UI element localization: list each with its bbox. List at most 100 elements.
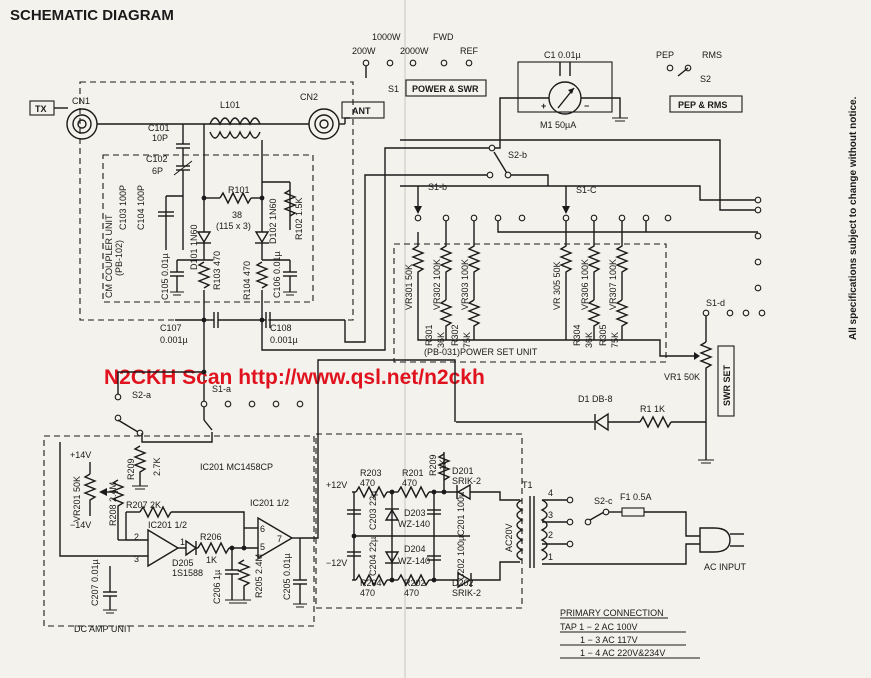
vr301-label: VR301 50K [404,264,414,310]
s1c-label: S1-C [576,185,597,195]
vr307-label: VR307 100K [608,259,618,310]
pep-rms-label: PEP & RMS [678,100,727,110]
c105-label: C105 0.01µ [160,253,170,300]
r102-label: R102 1.5K [294,197,304,240]
power-set-frame [393,243,667,363]
s2c-label: S2-c [594,496,613,506]
s1-label: S1 [388,84,399,94]
primary-row-tap14: 1 − 4 AC 220V&234V [580,648,665,658]
r204-label: R204 [360,578,382,588]
r208-label: R208 2.4M [108,482,118,526]
s1-pos-ref: REF [460,46,479,56]
d102-diode [254,231,270,244]
r206-value: 1K [206,555,217,565]
dc-amp-unit-label: DC AMP UNIT [74,624,132,634]
c201-label: C201 100µ [456,492,466,536]
r101-resistor [219,191,252,205]
ic201-pin1: 1 [180,537,185,547]
r209-dc-value: 2.7K [152,457,162,476]
r203-value: 470 [360,478,375,488]
c204-label: C204 22µ [368,537,378,576]
d204-zener [384,551,400,564]
cm-coupler-inner-frame [102,154,314,303]
cn1-label: CN1 [72,96,90,106]
ac-input-label: AC INPUT [704,562,747,572]
d205-value: 1S1588 [172,568,203,578]
power-swr-label: POWER & SWR [412,84,479,94]
ant-box [341,101,385,119]
c104-label: C104 100P [136,185,146,230]
r302-label: R302 [450,324,460,346]
l101-transformer [209,117,261,139]
ic201-opamp-b [257,516,294,560]
s2-label: S2 [700,74,711,84]
d102-label: D102 1N60 [268,198,278,244]
d204-label: D204 [404,544,426,554]
c103-label: C103 100P [118,185,128,230]
c108-value: 0.001µ [270,335,298,345]
t1-tap4: 4 [548,488,553,498]
vr306-label: VR306 100K [580,259,590,310]
t1-tap3: 3 [548,510,553,520]
meter-m1 [548,81,582,115]
c206-label: C206 1µ [212,570,222,604]
vr1-label: VR1 50K [664,372,700,382]
r204-value: 470 [360,588,375,598]
ic201-label: IC201 MC1458CP [200,462,273,472]
ic201-pin7: 7 [277,534,282,544]
s2-pos-rms: RMS [702,50,722,60]
d203-value: WZ-140 [398,519,430,529]
d1-diode [594,412,609,432]
tx-label: TX [35,104,47,114]
ic201-pin3: 3 [134,554,139,564]
cn2-label: CN2 [300,92,318,102]
c203-label: C203 22µ [368,491,378,530]
cn1-connector [66,108,98,140]
d101-diode [196,231,212,244]
dc-amp-frame [43,435,315,627]
minus14-label: −14V [70,520,91,530]
s2-pos-pep: PEP [656,50,674,60]
r201-value: 470 [402,478,417,488]
t1-tap2: 2 [548,530,553,540]
r101-label: R101 [228,185,250,195]
t1-transformer [516,496,548,568]
r301-value: 36K [436,332,446,348]
d202-diode [457,571,472,589]
c107-label: C107 [160,323,182,333]
d204-value: WZ-140 [398,556,430,566]
t1-label: T1 [522,480,533,490]
scan-watermark: N2CKH Scan http://www.qsl.net/n2ckh [104,366,485,389]
meter-minus: − [584,101,589,111]
r201-label: R201 [402,468,424,478]
c102-label: C102 [146,154,168,164]
ac-plug [699,527,744,553]
c102-value: 6P [152,166,163,176]
d202-value: SRIK-2 [452,588,481,598]
r209-ps-label: R209 [428,454,438,476]
f1-fuse [621,507,645,517]
minus12-label: −12V [326,558,347,568]
meter-frame [517,61,613,113]
vr201-label: VR201 50K [72,476,82,522]
cm-coupler-frame [79,81,354,321]
ic201-opamp-a [147,528,180,568]
meter-plus: + [541,101,546,111]
d203-label: D203 [404,508,426,518]
ic201-pin5: 5 [260,542,265,552]
m1-label: M1 50µA [540,120,576,130]
plus12-label: +12V [326,480,347,490]
d1-label: D1 DB-8 [578,394,613,404]
r305-value: 75K [610,332,620,348]
s1c-contacts [562,214,672,222]
ac20v-label: AC20V [504,523,514,552]
t1-tap1: 1 [548,552,553,562]
power-set-pots [411,221,629,340]
r203-label: R203 [360,468,382,478]
s1a-label: S1-a [212,384,231,394]
r104-label: R104 470 [242,261,252,300]
r202-label: R202 [404,578,426,588]
s1d-label: S1-d [706,298,725,308]
cm-coupler-pb-label: (PB-102) [114,240,124,276]
d205-label: D205 [172,558,194,568]
